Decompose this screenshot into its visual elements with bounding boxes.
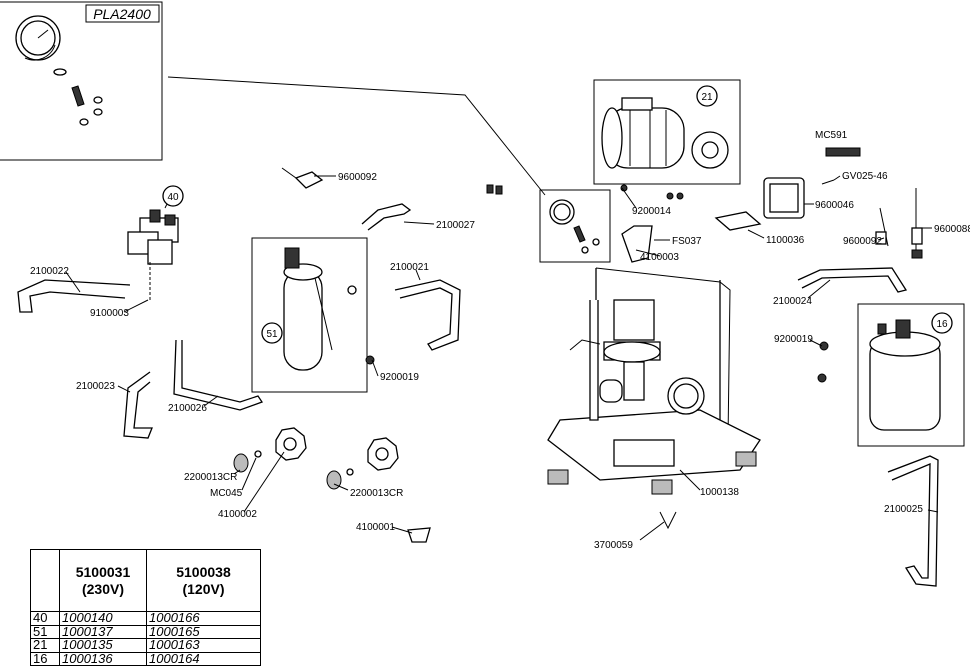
label-2200013cr: 2200013CR [184, 472, 237, 483]
leader-lines [65, 175, 939, 541]
col1-code: 5100031 [75, 563, 131, 580]
pipe-2100027-icon [361, 203, 412, 231]
label-mc045: MC045 [210, 488, 243, 499]
label-9200014: 9200014 [632, 206, 671, 217]
row-230v: 1000137 [59, 624, 147, 639]
table-row: 40 1000140 1000166 [30, 611, 261, 626]
callout-16: 16 [931, 312, 953, 334]
gauge-group-box [539, 189, 611, 263]
callout-21: 21 [696, 85, 718, 107]
row-pos: 16 [30, 651, 60, 666]
label-9100003: 9100003 [90, 308, 129, 319]
col2-code: 5100038 [176, 563, 231, 580]
part-labels: 9600092 2100027 2100022 9100003 2100021 … [30, 130, 970, 551]
pipe-2100021-icon [394, 279, 461, 351]
label-2100022: 2100022 [30, 266, 69, 277]
label-9200019: 9200019 [380, 372, 419, 383]
label-1000138: 1000138 [700, 487, 739, 498]
drip-4100003-icon [621, 225, 653, 263]
boiler-16-icon [869, 319, 941, 431]
label-4100001: 4100001 [356, 522, 395, 533]
label-mc591: MC591 [815, 130, 848, 141]
cap-2200013cr-icon [233, 453, 249, 473]
pipe-2100025-icon [887, 455, 939, 587]
valve-group-40 [127, 197, 179, 300]
screw-gv025-icon [821, 179, 835, 185]
col2-voltage: (120V) [182, 580, 225, 597]
cup-4100001-icon [407, 527, 431, 543]
callout-51: 51 [261, 322, 283, 344]
row-120v: 1000166 [146, 611, 261, 626]
sensor-9600092-icon [281, 167, 324, 189]
label-2100023: 2100023 [76, 381, 115, 392]
table-header-230v: 5100031 (230V) [59, 549, 147, 612]
row-pos: 40 [30, 611, 60, 626]
label-3700059: 3700059 [594, 540, 633, 551]
col1-voltage: (230V) [81, 580, 125, 597]
pipe-2100024-icon [797, 267, 908, 293]
label-9200019-b: 9200019 [774, 334, 813, 345]
variant-table: 5100031 (230V) 5100038 (120V) 40 1000140… [30, 549, 261, 666]
row-230v: 1000140 [59, 611, 147, 626]
label-2100025: 2100025 [884, 504, 923, 515]
label-9600088: 9600088 [934, 224, 970, 235]
pipe-2100026-icon [173, 339, 263, 411]
pump-21-box [593, 79, 741, 185]
svg-text:16: 16 [936, 319, 948, 330]
table-header-120v: 5100038 (120V) [146, 549, 261, 612]
sensor-9600088-icon [911, 188, 923, 259]
label-2100027: 2100027 [436, 220, 475, 231]
table-row: 21 1000135 1000163 [30, 638, 261, 653]
row-120v: 1000165 [146, 624, 261, 639]
pipe-2100023-icon [123, 371, 153, 439]
table-row: 16 1000136 1000164 [30, 651, 261, 666]
label-4100002: 4100002 [218, 509, 257, 520]
machine-frame-icon [547, 267, 761, 495]
row-120v: 1000164 [146, 651, 261, 666]
model-label-box [85, 4, 160, 23]
knob-4100002b-icon [367, 437, 399, 471]
label-9600046: 9600046 [815, 200, 854, 211]
svg-text:40: 40 [167, 192, 179, 203]
label-9600092-b: 9600092 [843, 236, 882, 247]
label-9600092: 9600092 [338, 172, 377, 183]
row-230v: 1000136 [59, 651, 147, 666]
pla2400-inset: PLA2400 [0, 1, 163, 161]
table-header-row: 5100031 (230V) 5100038 (120V) [30, 549, 261, 612]
clip-3700059-icon [659, 511, 677, 530]
svg-text:21: 21 [701, 92, 713, 103]
sensor-9600092b-icon [875, 207, 889, 247]
label-1100036: 1100036 [766, 235, 805, 246]
heater-51-icon [283, 247, 333, 371]
small-fittings-icon [486, 184, 503, 195]
label-gv025-46: GV025-46 [842, 171, 888, 182]
label-4100003: 4100003 [640, 252, 679, 263]
heater-51-box [251, 237, 368, 393]
label-fs037: FS037 [672, 236, 702, 247]
label-2100024: 2100024 [773, 296, 812, 307]
gauge-fitting-icon [71, 85, 85, 107]
mc591-icon [825, 147, 861, 157]
pump-21-icon [601, 97, 729, 169]
row-230v: 1000135 [59, 638, 147, 653]
knob-4100002-icon [275, 427, 307, 461]
boiler-16-box [857, 303, 965, 447]
pipe-2100022-icon [17, 279, 131, 313]
table-row: 51 1000137 1000165 [30, 624, 261, 639]
label-2200013cr-b: 2200013CR [350, 488, 403, 499]
plate-1100036-icon [714, 211, 762, 231]
label-2100026: 2100026 [168, 403, 207, 414]
row-pos: 21 [30, 638, 60, 653]
row-120v: 1000163 [146, 638, 261, 653]
table-header-empty [30, 549, 60, 612]
svg-text:51: 51 [266, 329, 278, 340]
callout-40: 40 [162, 185, 184, 207]
label-2100021: 2100021 [390, 262, 429, 273]
cap-2200013cr-b-icon [326, 470, 342, 490]
model-label: PLA2400 [93, 6, 151, 22]
